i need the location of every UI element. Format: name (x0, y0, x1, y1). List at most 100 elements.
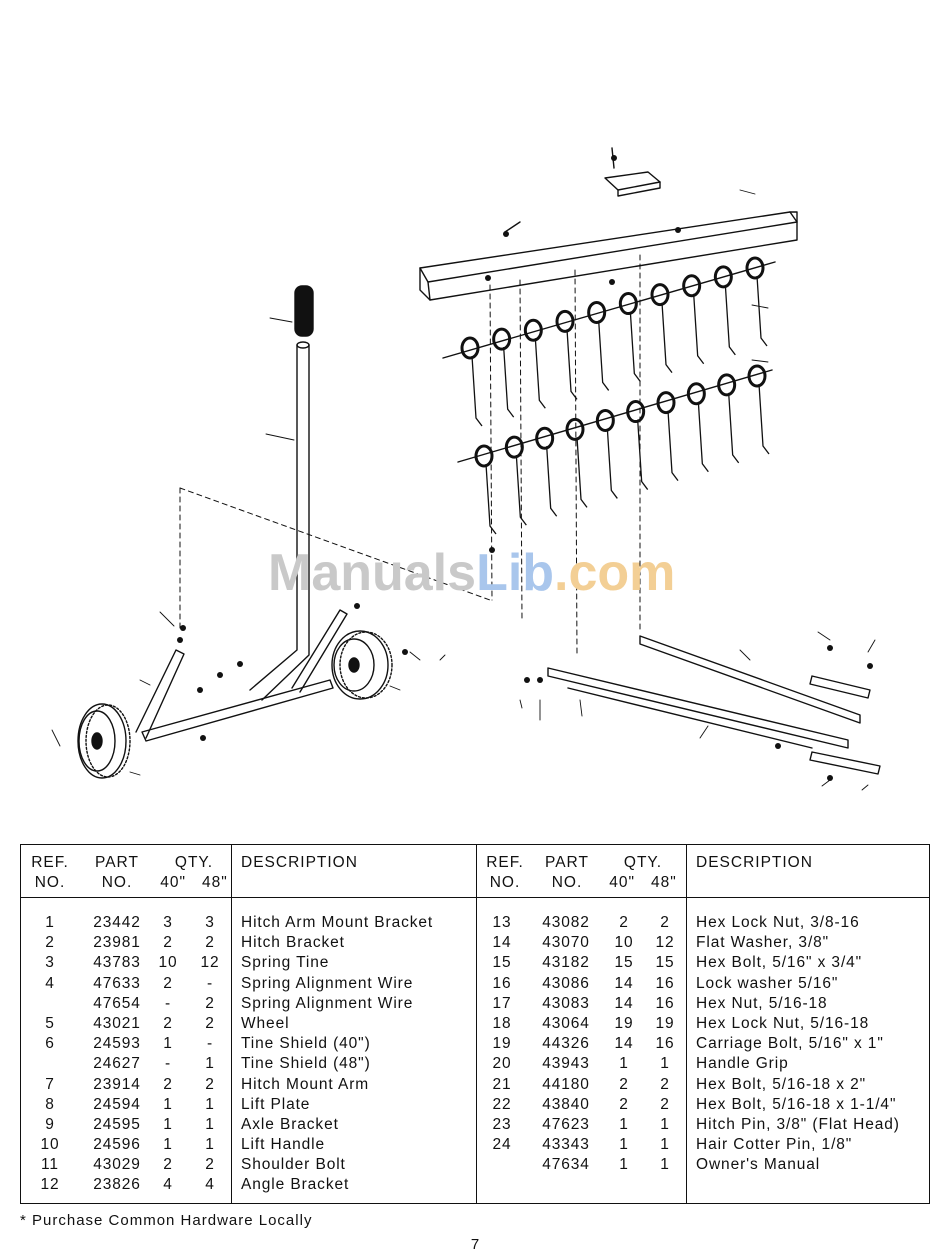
cell-ref: 14 (492, 934, 512, 952)
left-wheel (77, 703, 131, 779)
exploded-parts-diagram (51, 147, 881, 791)
header-qty-label: QTY. (623, 854, 663, 871)
cell-q40: 2 (163, 1075, 173, 1093)
cell-desc: Spring Alignment Wire (241, 994, 414, 1012)
cell-q40: 3 (163, 914, 173, 931)
spring-tine (566, 329, 578, 400)
spring-coil (492, 327, 512, 351)
cell-desc: Hex Bolt, 5/16-18 x 1-1/4" (696, 1095, 897, 1113)
table-header-right: REF. NO. PART NO. QTY. 40" 48" DESCRIPTI… (476, 845, 929, 898)
upper-tine-row (442, 261, 776, 359)
watermark-text-3: .com (554, 544, 676, 602)
header-part-line2: NO. (101, 874, 133, 891)
spring-tine (471, 355, 483, 427)
table-header-left: REF. NO. PART NO. QTY. 40" 48" DESCRIPTI… (21, 845, 476, 898)
cell-q40: 1 (619, 1136, 629, 1154)
spring-coil (460, 336, 480, 360)
cell-desc: Shoulder Bolt (241, 1156, 346, 1174)
cell-ref: 24 (492, 1136, 512, 1154)
cell-part: 24596 (93, 1136, 141, 1154)
header-ref: REF. NO. (476, 853, 534, 893)
cell-desc: Hitch Mount Arm (241, 1075, 370, 1093)
spring-tine (629, 311, 641, 382)
spring-coil (555, 309, 575, 333)
header-qty-40: 40" (160, 874, 187, 891)
cell-q48: 2 (205, 1156, 215, 1174)
spring-coil (713, 265, 733, 289)
cell-q40: 2 (163, 1014, 173, 1032)
cell-q40: 14 (614, 994, 634, 1012)
spring-coil (682, 274, 702, 298)
cell-q40: 1 (619, 1115, 629, 1133)
cell-part: 23442 (93, 914, 141, 931)
cell-part: 43343 (542, 1136, 590, 1154)
spring-coil (504, 435, 524, 459)
spring-tine (667, 410, 679, 482)
cell-ref: 22 (492, 1095, 512, 1113)
cell-part: 43783 (93, 954, 141, 972)
cell-q40: 1 (163, 1035, 173, 1053)
cell-part: 43086 (542, 974, 590, 992)
page-number: 7 (470, 1236, 480, 1253)
cell-part: 24627 (93, 1055, 141, 1073)
spring-tines-upper (460, 256, 768, 427)
spring-tine (598, 320, 610, 391)
cell-q48: 12 (200, 954, 220, 972)
spring-tine (724, 284, 736, 356)
cell-q48: 2 (205, 1075, 215, 1093)
parts-table-right: REF. NO. PART NO. QTY. 40" 48" DESCRIPTI… (476, 845, 929, 1203)
cell-ref: 2 (45, 934, 55, 952)
spring-coil (626, 400, 646, 424)
cell-ref: 21 (492, 1075, 512, 1093)
spring-tine (503, 347, 515, 418)
cell-part: 47623 (542, 1115, 590, 1133)
lift-plate (504, 147, 661, 233)
watermark: ManualsLib.com (268, 543, 675, 603)
cell-q48: 16 (655, 994, 675, 1012)
cell-ref: 15 (492, 954, 512, 972)
cell-part: 24594 (93, 1095, 141, 1113)
cell-desc: Hex Bolt, 5/16-18 x 2" (696, 1075, 867, 1093)
cell-q40: 4 (163, 1176, 173, 1194)
cell-q48: 1 (660, 1055, 670, 1073)
watermark-text-1: Manuals (268, 544, 477, 602)
watermark-text-2: Lib (476, 544, 555, 602)
cell-ref: 19 (492, 1035, 512, 1053)
spring-coil (618, 292, 638, 316)
cell-q48: - (206, 974, 214, 992)
cell-q40: 2 (163, 934, 173, 952)
header-ref-line1: REF. (31, 854, 69, 871)
cell-q48: 15 (655, 954, 675, 972)
cell-desc: Axle Bracket (241, 1115, 339, 1133)
spring-coil (595, 408, 615, 432)
spring-tines-lower (474, 364, 770, 535)
cell-q48: 1 (205, 1115, 215, 1133)
header-part: PART NO. (79, 853, 155, 893)
cell-q40: 2 (619, 1075, 629, 1093)
cell-part: 24593 (93, 1035, 141, 1053)
cell-q48: 1 (205, 1136, 215, 1154)
spring-coil (565, 417, 585, 441)
spring-tine (697, 401, 709, 473)
cell-q48: 16 (655, 1035, 675, 1053)
cell-q48: 4 (205, 1176, 215, 1194)
cell-ref: 5 (45, 1014, 55, 1032)
tine-shield (419, 211, 798, 301)
cell-q48: 2 (660, 914, 670, 931)
cell-q40: 10 (614, 934, 634, 952)
cell-ref: 6 (45, 1035, 55, 1053)
cell-q48: 2 (205, 1014, 215, 1032)
spring-coil (474, 444, 494, 468)
